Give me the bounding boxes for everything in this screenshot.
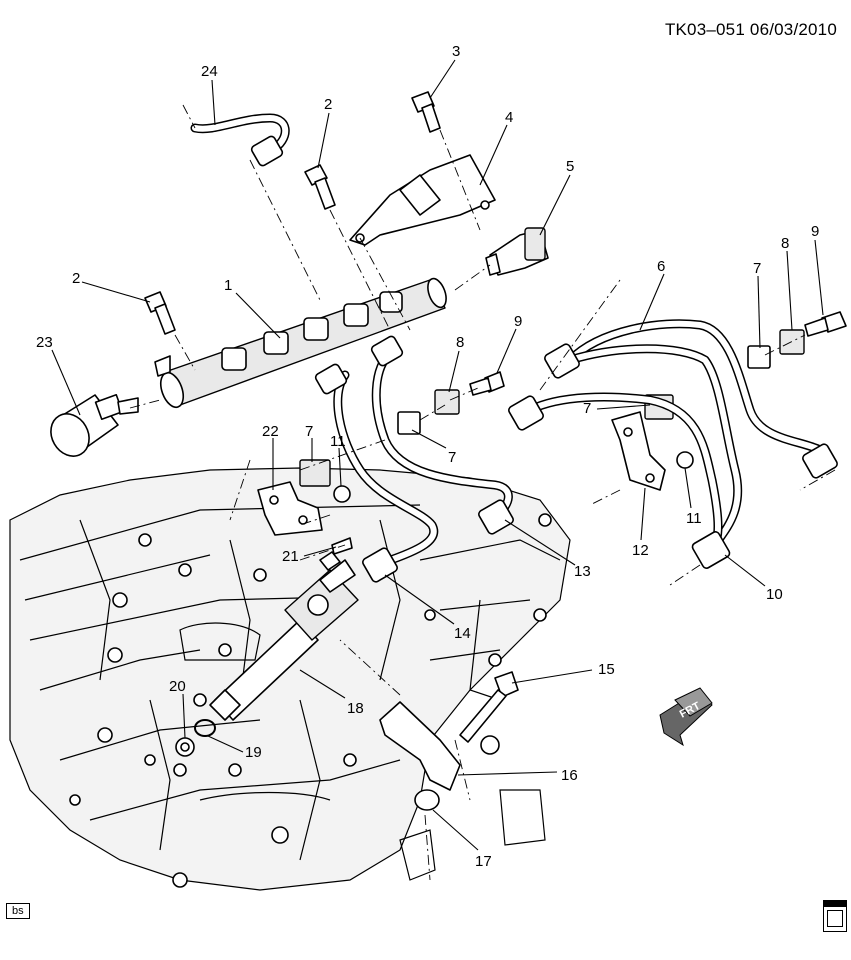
callout-7-upper: 7 bbox=[753, 260, 761, 277]
callout-4: 4 bbox=[505, 109, 513, 126]
callout-8-upper: 8 bbox=[781, 235, 789, 252]
callout-16: 16 bbox=[561, 767, 578, 784]
bracket-12 bbox=[611, 411, 666, 491]
gm-spo-logo bbox=[823, 900, 847, 932]
engine-block bbox=[9, 467, 571, 891]
callout-19: 19 bbox=[245, 744, 262, 761]
callout-20: 20 bbox=[169, 678, 186, 695]
bolt-15 bbox=[459, 671, 519, 743]
callout-3: 3 bbox=[452, 43, 460, 60]
callout-9-mid: 9 bbox=[514, 313, 522, 330]
callout-6: 6 bbox=[657, 258, 665, 275]
callout-1: 1 bbox=[224, 277, 232, 294]
clamp-7-mid bbox=[397, 411, 421, 435]
callout-11-right: 11 bbox=[686, 510, 702, 527]
injector-clamp-16 bbox=[379, 701, 461, 791]
rail-bracket bbox=[349, 154, 496, 246]
callout-7-mid: 7 bbox=[448, 449, 456, 466]
washer-20 bbox=[175, 737, 195, 757]
bolt-3 bbox=[411, 91, 441, 133]
callout-7-left: 7 bbox=[305, 423, 313, 440]
washer-17 bbox=[414, 789, 440, 811]
rail-pressure-sensor bbox=[485, 227, 549, 276]
fuel-rail bbox=[154, 277, 447, 409]
illustrator-tag: bs bbox=[6, 903, 30, 919]
rail-ports bbox=[221, 291, 403, 371]
callout-9-right: 9 bbox=[811, 223, 819, 240]
callout-8-mid: 8 bbox=[456, 334, 464, 351]
bolt-2-left bbox=[144, 291, 176, 335]
callouts: 24 2 3 4 5 2 1 23 6 7 8 9 8 9 7 7 22 7 1… bbox=[36, 43, 819, 870]
callout-10: 10 bbox=[766, 586, 783, 603]
o-ring-19 bbox=[194, 719, 216, 737]
callout-23: 23 bbox=[36, 334, 53, 351]
diagram-code: TK03–051 06/03/2010 bbox=[664, 20, 837, 39]
fuel-line-13 bbox=[370, 335, 514, 535]
bracket-22 bbox=[257, 481, 323, 536]
bolt-9-right bbox=[804, 311, 847, 337]
callout-11-left: 11 bbox=[330, 433, 346, 450]
callout-7-right: 7 bbox=[583, 400, 591, 417]
callout-12: 12 bbox=[632, 542, 649, 559]
fuel-line-10 bbox=[508, 392, 731, 569]
fuel-injector bbox=[209, 551, 359, 721]
callout-13: 13 bbox=[574, 563, 591, 580]
callout-2-left: 2 bbox=[72, 270, 80, 287]
front-direction-arrow: FRT bbox=[659, 687, 713, 747]
pressure-regulator bbox=[50, 393, 139, 457]
bolt-2-upper bbox=[304, 164, 336, 210]
clamp-7-left bbox=[299, 459, 331, 487]
callout-17: 17 bbox=[475, 853, 492, 870]
alignment-lines bbox=[129, 104, 836, 881]
clamp-7-upper-right bbox=[747, 345, 771, 369]
callout-21: 21 bbox=[282, 548, 299, 565]
bolt-9-mid bbox=[469, 371, 505, 396]
callout-2-upper: 2 bbox=[324, 96, 332, 113]
callout-22: 22 bbox=[262, 423, 279, 440]
fuel-line-14 bbox=[314, 363, 439, 583]
bolt-11-left bbox=[333, 485, 351, 503]
fuel-line-6 bbox=[544, 319, 838, 550]
clamp-8-mid bbox=[434, 389, 460, 415]
callout-24: 24 bbox=[201, 63, 218, 80]
callout-5: 5 bbox=[566, 158, 574, 175]
callout-15: 15 bbox=[598, 661, 615, 678]
fuel-line-24 bbox=[190, 113, 290, 167]
leader-lines bbox=[51, 59, 824, 851]
bolt-11-right bbox=[676, 451, 694, 469]
callout-14: 14 bbox=[454, 625, 471, 642]
callout-18: 18 bbox=[347, 700, 364, 717]
